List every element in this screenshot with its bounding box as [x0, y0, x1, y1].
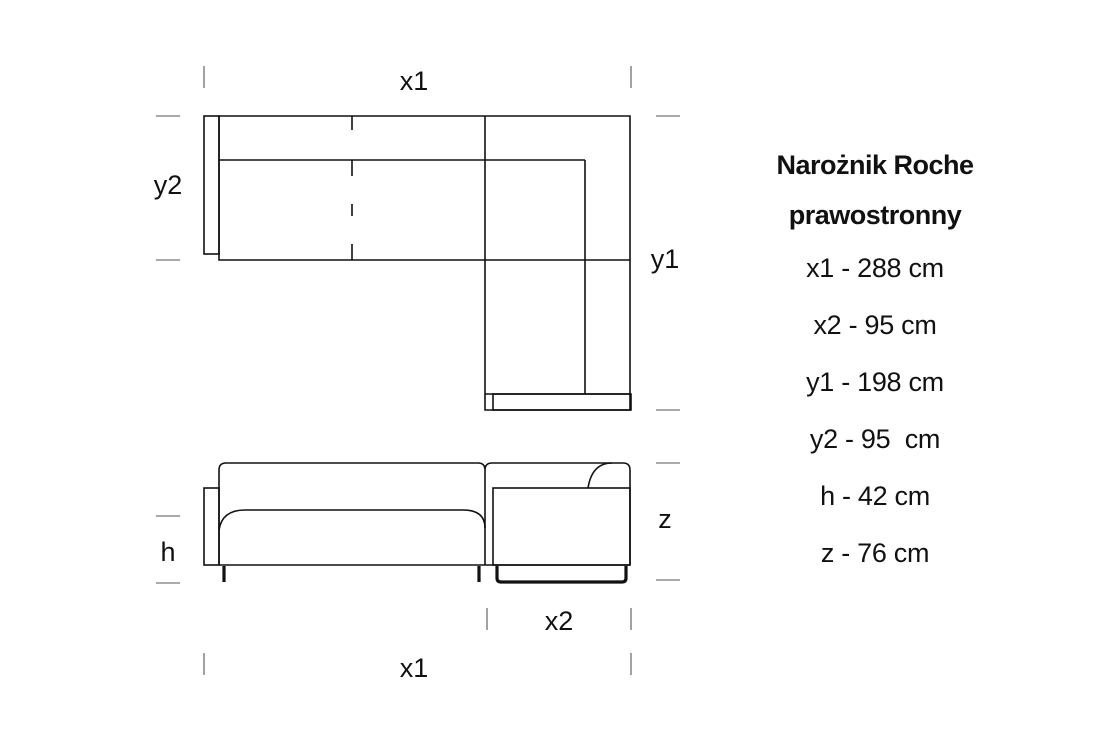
left-armrest-front: [203, 487, 220, 566]
sofa-back-front: [218, 462, 631, 565]
dimension-ticks: [156, 66, 680, 675]
dimension-legend: Narożnik Roche prawostronny x1 - 288 cm …: [740, 140, 1010, 582]
legend-title-line1: Narożnik Roche: [776, 150, 974, 180]
legend-row-y2: y2 - 95 cm: [809, 424, 941, 454]
chaise-curve: [587, 462, 613, 489]
chaise-footrest: [492, 393, 632, 411]
seat-cushion-front: [218, 509, 486, 531]
legend-row-z: z - 76 cm: [820, 538, 930, 568]
chaise-block-front: [492, 487, 631, 566]
front-view: [203, 462, 631, 584]
legend-row-y1: y1 - 198 cm: [806, 367, 944, 397]
legend-row-h: h - 42 cm: [820, 481, 930, 511]
label-x1-top: x1: [400, 66, 429, 96]
label-y1: y1: [651, 244, 680, 274]
top-view: [203, 115, 632, 411]
label-y2: y2: [154, 170, 183, 200]
left-armrest-top: [203, 115, 220, 255]
label-h: h: [160, 537, 175, 567]
legend-title-line2: prawostronny: [788, 200, 962, 230]
label-x2: x2: [545, 606, 574, 636]
legend-row-x1: x1 - 288 cm: [806, 253, 944, 283]
label-x1-bottom: x1: [400, 653, 429, 683]
sofa-outline-top: [218, 115, 631, 411]
label-z: z: [658, 504, 672, 534]
legend-row-x2: x2 - 95 cm: [813, 310, 937, 340]
chaise-base-rail: [495, 566, 628, 584]
